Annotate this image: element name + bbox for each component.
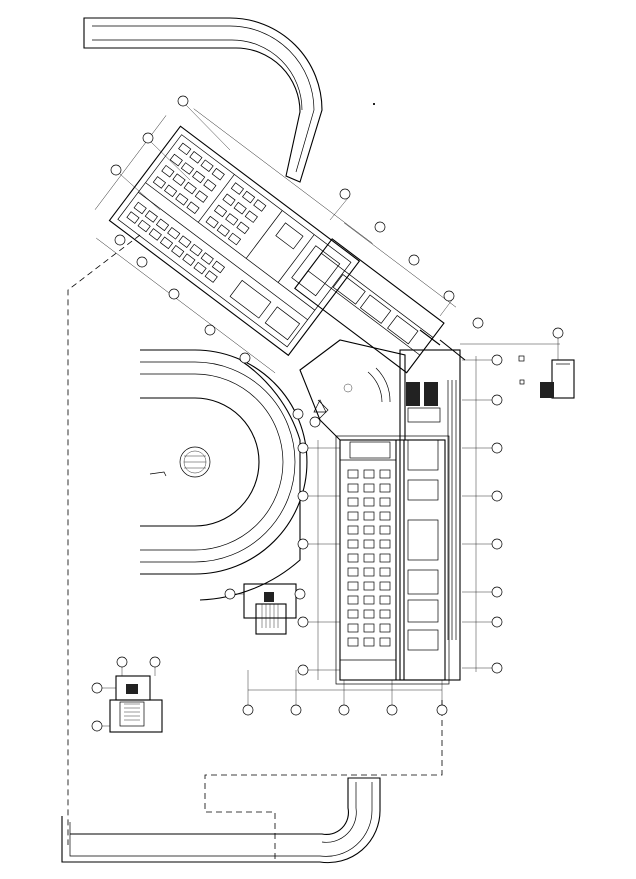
running-track bbox=[140, 349, 308, 575]
north-indicator bbox=[313, 399, 327, 413]
diagonal-wing bbox=[94, 108, 373, 374]
south-grid-lines bbox=[242, 670, 448, 716]
east-small-structure bbox=[518, 355, 575, 399]
main-vertical-block bbox=[335, 329, 466, 685]
marker-dot bbox=[373, 103, 375, 105]
connecting-corridor bbox=[294, 222, 457, 374]
stair-detail-mid bbox=[224, 583, 306, 635]
top-curved-ramp bbox=[83, 17, 323, 183]
site-boundary-dashed bbox=[67, 234, 443, 860]
stair-detail-left bbox=[91, 656, 163, 733]
wing-grid-lines bbox=[110, 95, 484, 428]
bottom-curved-ramp bbox=[61, 777, 381, 864]
west-grid-lines bbox=[297, 440, 340, 680]
east-grid-lines bbox=[460, 327, 564, 674]
